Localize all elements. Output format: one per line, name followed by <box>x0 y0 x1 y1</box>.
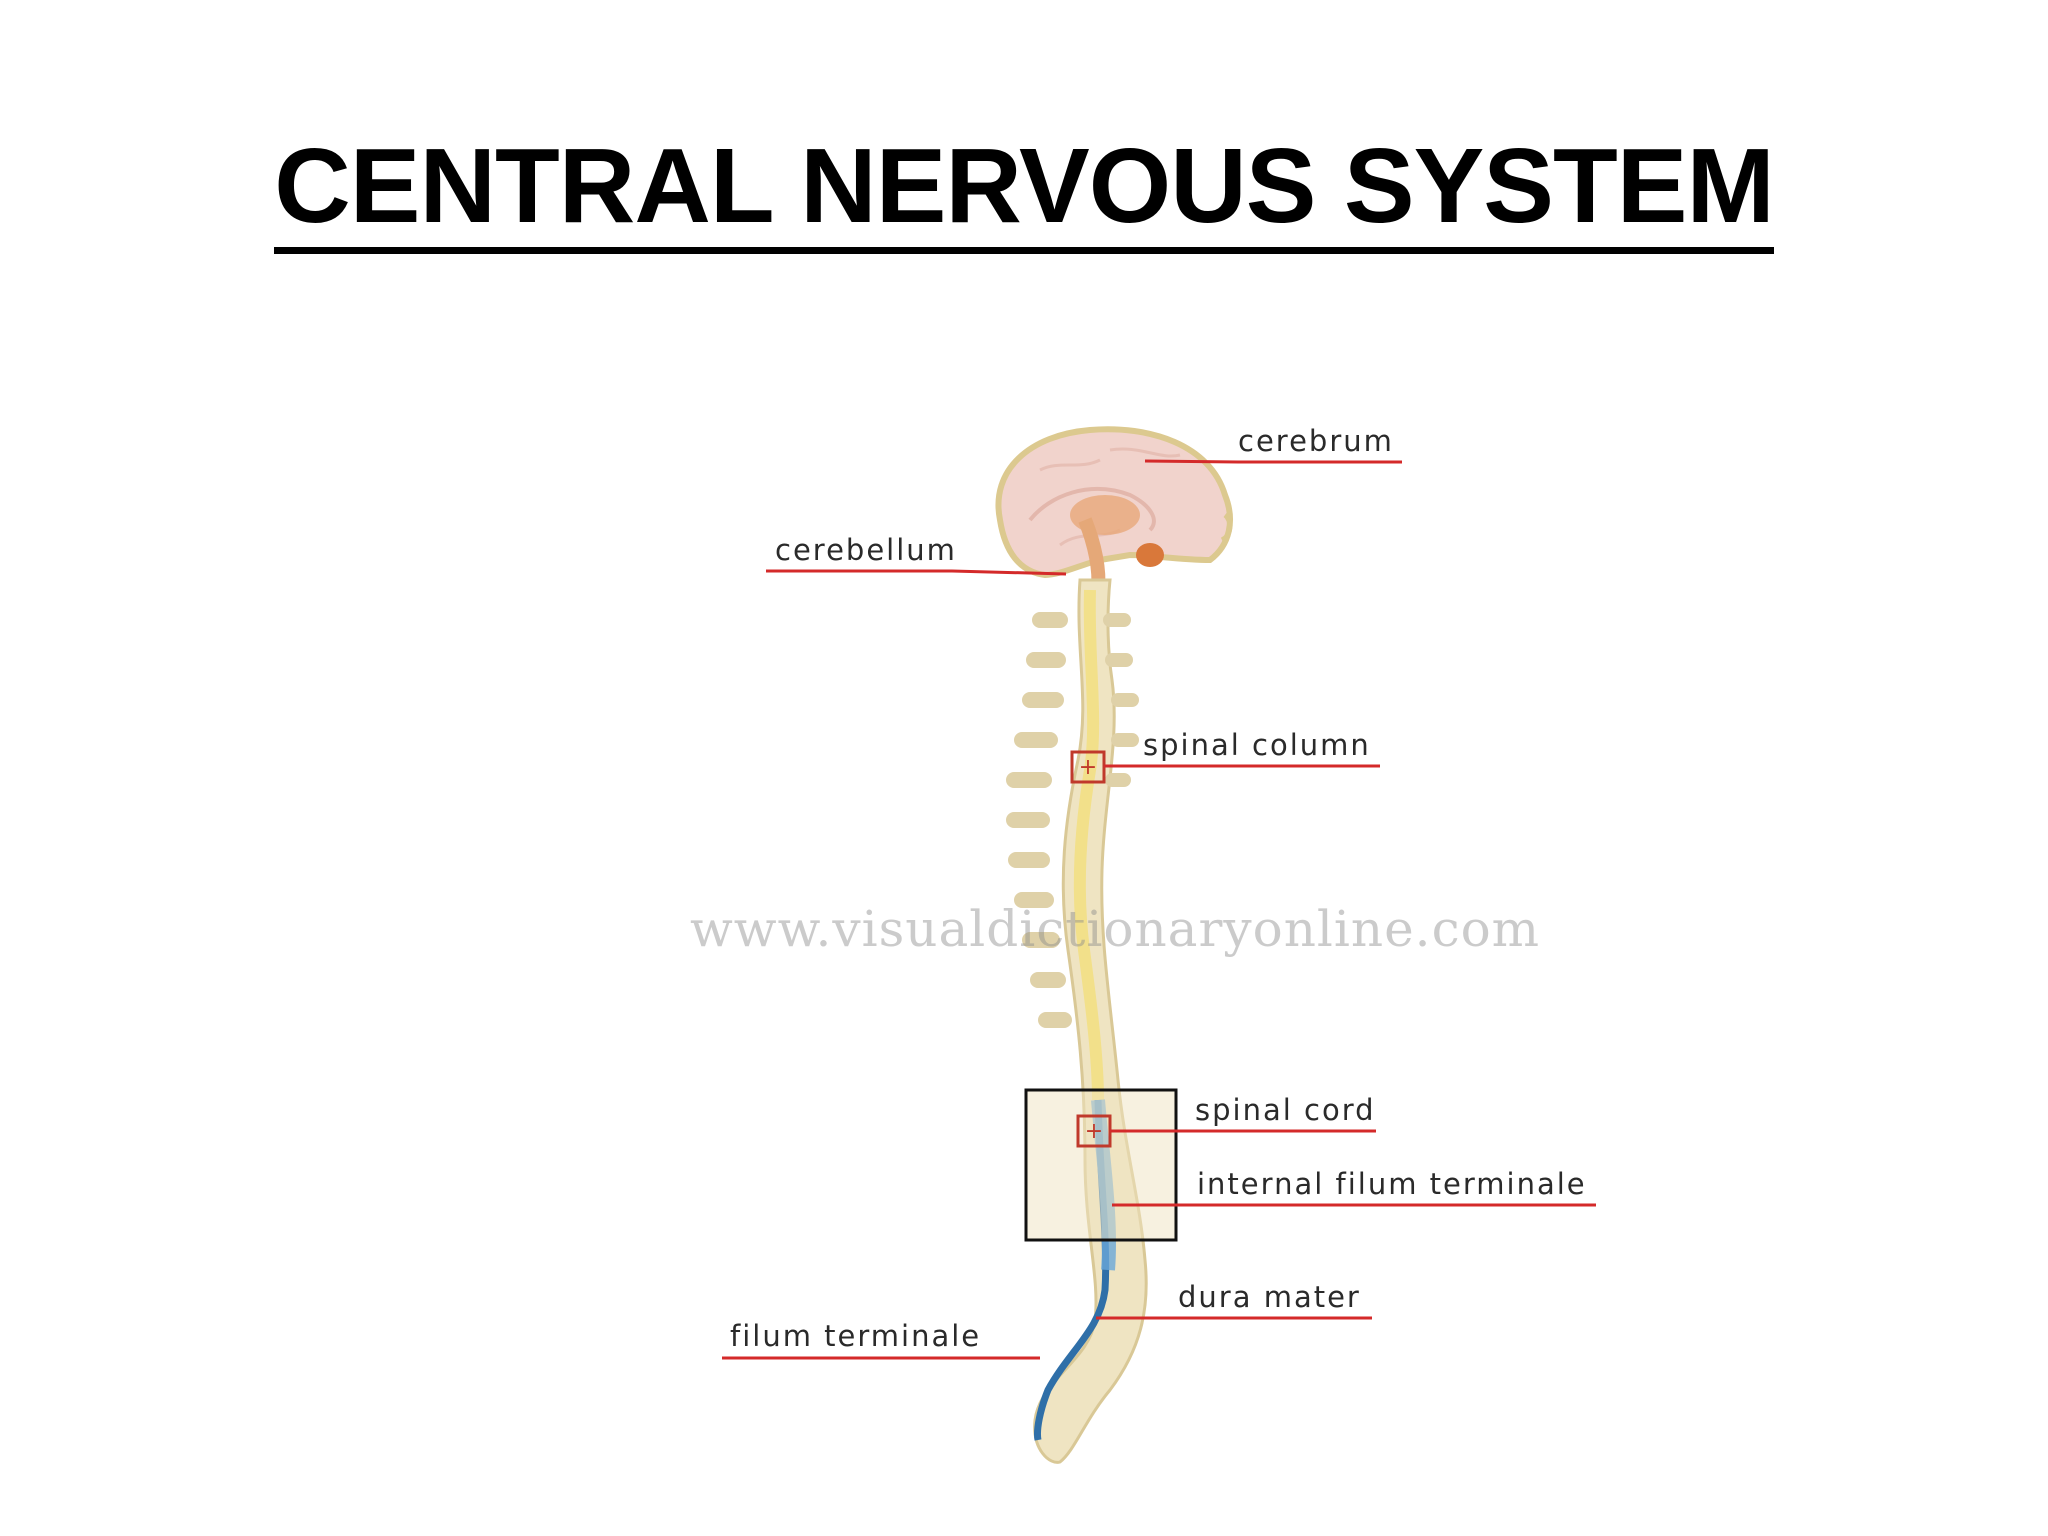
svg-text:+: + <box>1085 1119 1103 1144</box>
label-spinal-cord: spinal cord <box>1195 1093 1376 1127</box>
slide-title-text: CENTRAL NERVOUS SYSTEM <box>274 128 1775 254</box>
label-filum-terminale: filum terminale <box>730 1319 982 1353</box>
label-cerebellum: cerebellum <box>775 533 957 567</box>
cerebrum-leader <box>1144 459 1402 464</box>
brain-illustration <box>995 426 1233 591</box>
spinal-cord-inset <box>1024 1088 1178 1242</box>
label-dura-mater: dura mater <box>1178 1280 1361 1314</box>
spine-illustration: + + <box>1006 578 1178 1464</box>
watermark: www.visualdictionaryonline.com <box>690 900 1541 958</box>
label-spinal-column: spinal column <box>1143 728 1371 762</box>
cerebellum-leader <box>766 569 1067 576</box>
svg-text:+: + <box>1079 755 1097 780</box>
leader-lines <box>722 459 1596 1360</box>
label-internal-filum-terminale: internal filum terminale <box>1197 1167 1587 1201</box>
slide-title: CENTRAL NERVOUS SYSTEM <box>0 128 2048 254</box>
label-cerebrum: cerebrum <box>1238 424 1394 458</box>
